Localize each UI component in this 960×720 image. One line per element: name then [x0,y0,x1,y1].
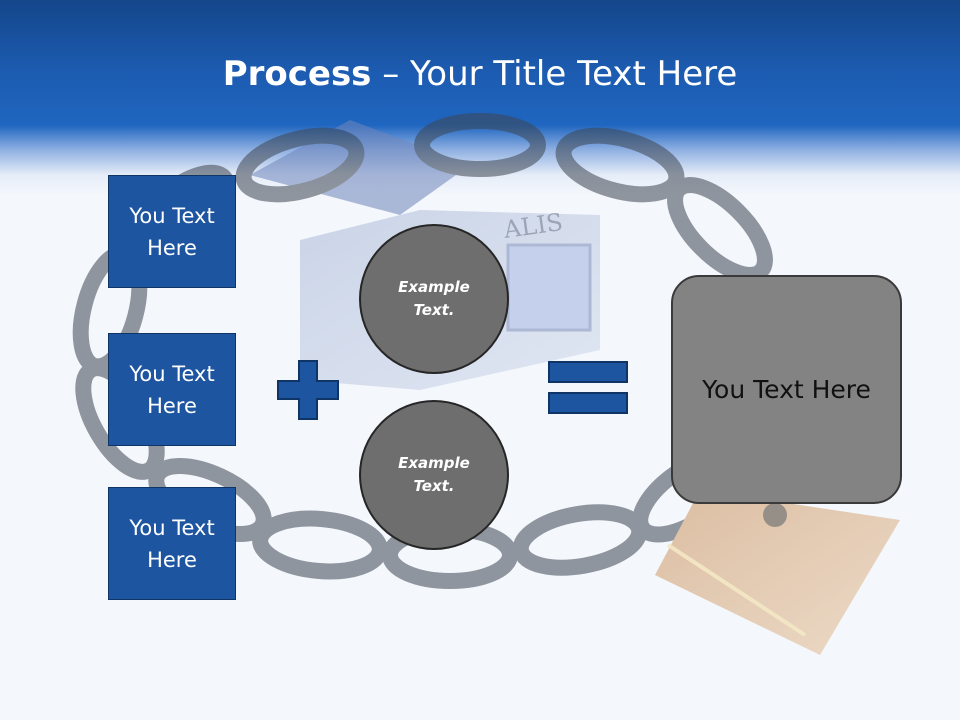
padlock-icon [655,490,900,655]
example-circle-2-label: Example Text. [398,454,470,495]
text-box-1[interactable]: You Text Here [108,175,236,288]
house-window [506,243,592,332]
slide-title: Process – Your Title Text Here [0,52,960,96]
example-circle-2[interactable]: Example Text. [359,400,509,550]
house-roof [250,120,470,215]
result-box-label: You Text Here [702,375,871,404]
text-box-3-label: You Text Here [129,515,215,572]
plus-icon [277,360,339,420]
text-box-3[interactable]: You Text Here [108,487,236,600]
example-circle-1-label: Example Text. [398,278,470,319]
title-bold: Process [222,54,372,94]
title-rest: – Your Title Text Here [371,54,738,94]
example-circle-1[interactable]: Example Text. [359,224,509,374]
result-box[interactable]: You Text Here [671,275,902,504]
text-box-2-label: You Text Here [129,361,215,418]
equals-icon [548,361,628,414]
text-box-1-label: You Text Here [129,203,215,260]
text-box-2[interactable]: You Text Here [108,333,236,446]
